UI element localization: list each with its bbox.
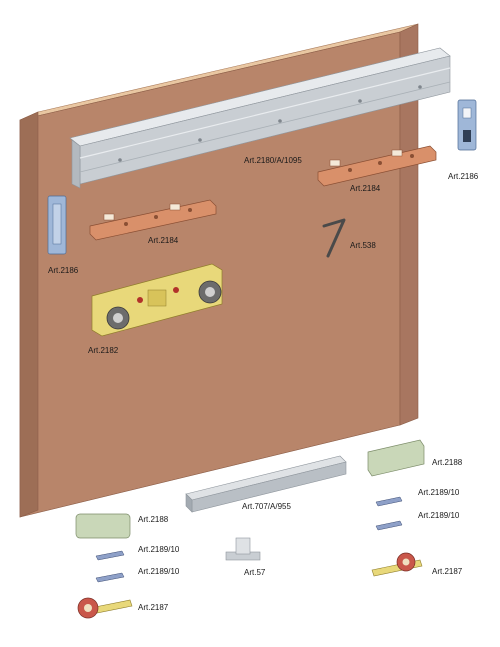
label-hanger-left: Art.2184 (148, 236, 179, 245)
floor-guide (225, 537, 261, 561)
shims-left (95, 550, 125, 583)
label-allen-key: Art.538 (350, 241, 376, 250)
label-shim-right-1: Art.2189/10 (418, 488, 460, 497)
rail-lip (71, 139, 81, 189)
door-side-edge (19, 111, 39, 518)
guide-profile (185, 455, 347, 513)
label-trolley: Art.2182 (88, 346, 119, 355)
label-shim-right-2: Art.2189/10 (418, 511, 460, 520)
roller-right (371, 552, 423, 577)
cover-right (367, 439, 425, 477)
label-hanger-right: Art.2184 (350, 184, 381, 193)
label-stop-left: Art.2186 (48, 266, 79, 275)
label-rail: Art.2180/A/1095 (244, 156, 302, 165)
label-floor-guide: Art.57 (244, 568, 266, 577)
cover-left (75, 513, 131, 539)
label-roller-left: Art.2187 (138, 603, 169, 612)
stop-right (457, 99, 477, 151)
label-stop-right: Art.2186 (448, 172, 479, 181)
label-roller-right: Art.2187 (432, 567, 463, 576)
stop-left (47, 195, 67, 255)
allen-key (322, 218, 346, 258)
label-shim-left-1: Art.2189/10 (138, 545, 180, 554)
label-cover-right: Art.2188 (432, 458, 463, 467)
door-end-edge (399, 23, 419, 426)
hanger-left (89, 199, 217, 241)
trolley (91, 263, 223, 337)
label-cover-left: Art.2188 (138, 515, 169, 524)
label-shim-left-2: Art.2189/10 (138, 567, 180, 576)
roller-left (77, 597, 133, 619)
top-rail (69, 47, 451, 189)
hanger-right (317, 145, 437, 187)
label-guide-profile: Art.707/A/955 (242, 502, 291, 511)
shims-right (375, 496, 403, 531)
